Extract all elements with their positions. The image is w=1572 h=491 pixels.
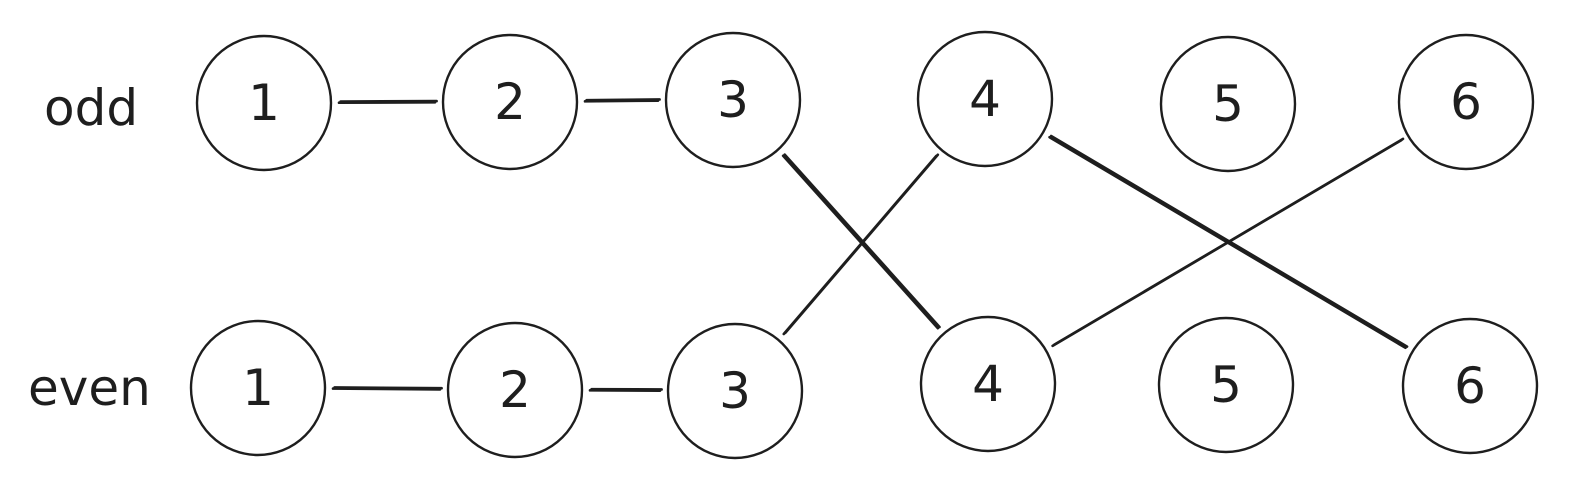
node-label: 5 [1212,75,1244,133]
edge-even-1-to-even-2-stroke-2 [333,386,443,390]
node-even-4: 4 [919,315,1057,453]
node-ring [916,30,1054,168]
row-label-even: even [28,359,151,417]
node-odd-6: 6 [1397,33,1535,171]
row-label-odd: odd [44,79,138,137]
node-ring [666,322,804,460]
node-label: 1 [248,74,280,132]
node-even-1: 1 [189,319,327,457]
node-ring [441,33,579,171]
edge-odd-4-to-even-3-stroke-2 [784,153,940,335]
node-label: 2 [494,73,526,131]
node-label: 3 [719,362,751,420]
node-odd-1: 1 [195,34,333,172]
node-ring [446,321,584,459]
node-ring [195,34,333,172]
edge-odd-6-to-even-4-stroke-2 [1052,137,1405,346]
node-ring [1159,35,1297,173]
node-label: 4 [969,70,1001,128]
node-label: 2 [499,361,531,419]
node-odd-2: 2 [441,33,579,171]
node-ring [664,31,802,169]
node-label: 3 [717,71,749,129]
node-label: 6 [1454,357,1486,415]
node-even-5: 5 [1157,316,1295,454]
node-label: 6 [1450,73,1482,131]
node-even-6: 6 [1401,317,1539,455]
node-label: 5 [1210,356,1242,414]
node-even-3: 3 [666,322,804,460]
node-ring [919,315,1057,453]
node-ring [1157,316,1295,454]
node-even-2: 2 [446,321,584,459]
node-ring [189,319,327,457]
edge-odd-2-to-odd-3-stroke-2 [585,98,661,102]
node-label: 1 [242,359,274,417]
node-ring [1401,317,1539,455]
edge-odd-3-to-even-4 [781,154,940,330]
node-odd-4: 4 [916,30,1054,168]
node-odd-5: 5 [1159,35,1297,173]
edges-layer [331,98,1409,392]
node-ring [1397,33,1535,171]
node-odd-3: 3 [664,31,802,169]
node-label: 4 [972,355,1004,413]
